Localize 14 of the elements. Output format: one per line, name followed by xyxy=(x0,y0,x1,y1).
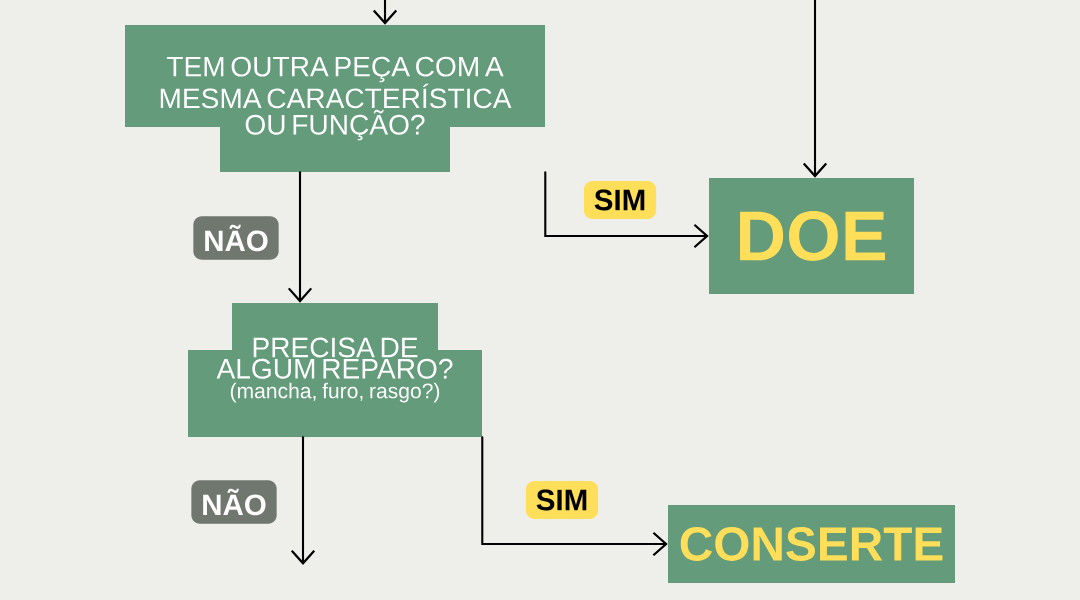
edge-label: NÃO xyxy=(191,480,277,524)
answer-box: DOE xyxy=(709,178,914,294)
arrow xyxy=(287,171,313,303)
question-box: PRECISA DE ALGUM REPARO? (mancha, furo, rasgo?) xyxy=(188,303,482,437)
arrow xyxy=(290,436,316,565)
arrow xyxy=(372,0,398,25)
arrow xyxy=(544,171,709,249)
question-box: TEM OUTRA PEÇA COM A MESMA CARACTERÍSTICA OU FUNÇÃO? xyxy=(125,25,545,172)
arrow xyxy=(481,436,668,557)
edge-label: SIM xyxy=(525,481,599,519)
answer-box: CONSERTE xyxy=(668,505,955,583)
arrow xyxy=(802,0,828,178)
edge-label: NÃO xyxy=(193,216,279,260)
edge-label: SIM xyxy=(583,181,657,219)
